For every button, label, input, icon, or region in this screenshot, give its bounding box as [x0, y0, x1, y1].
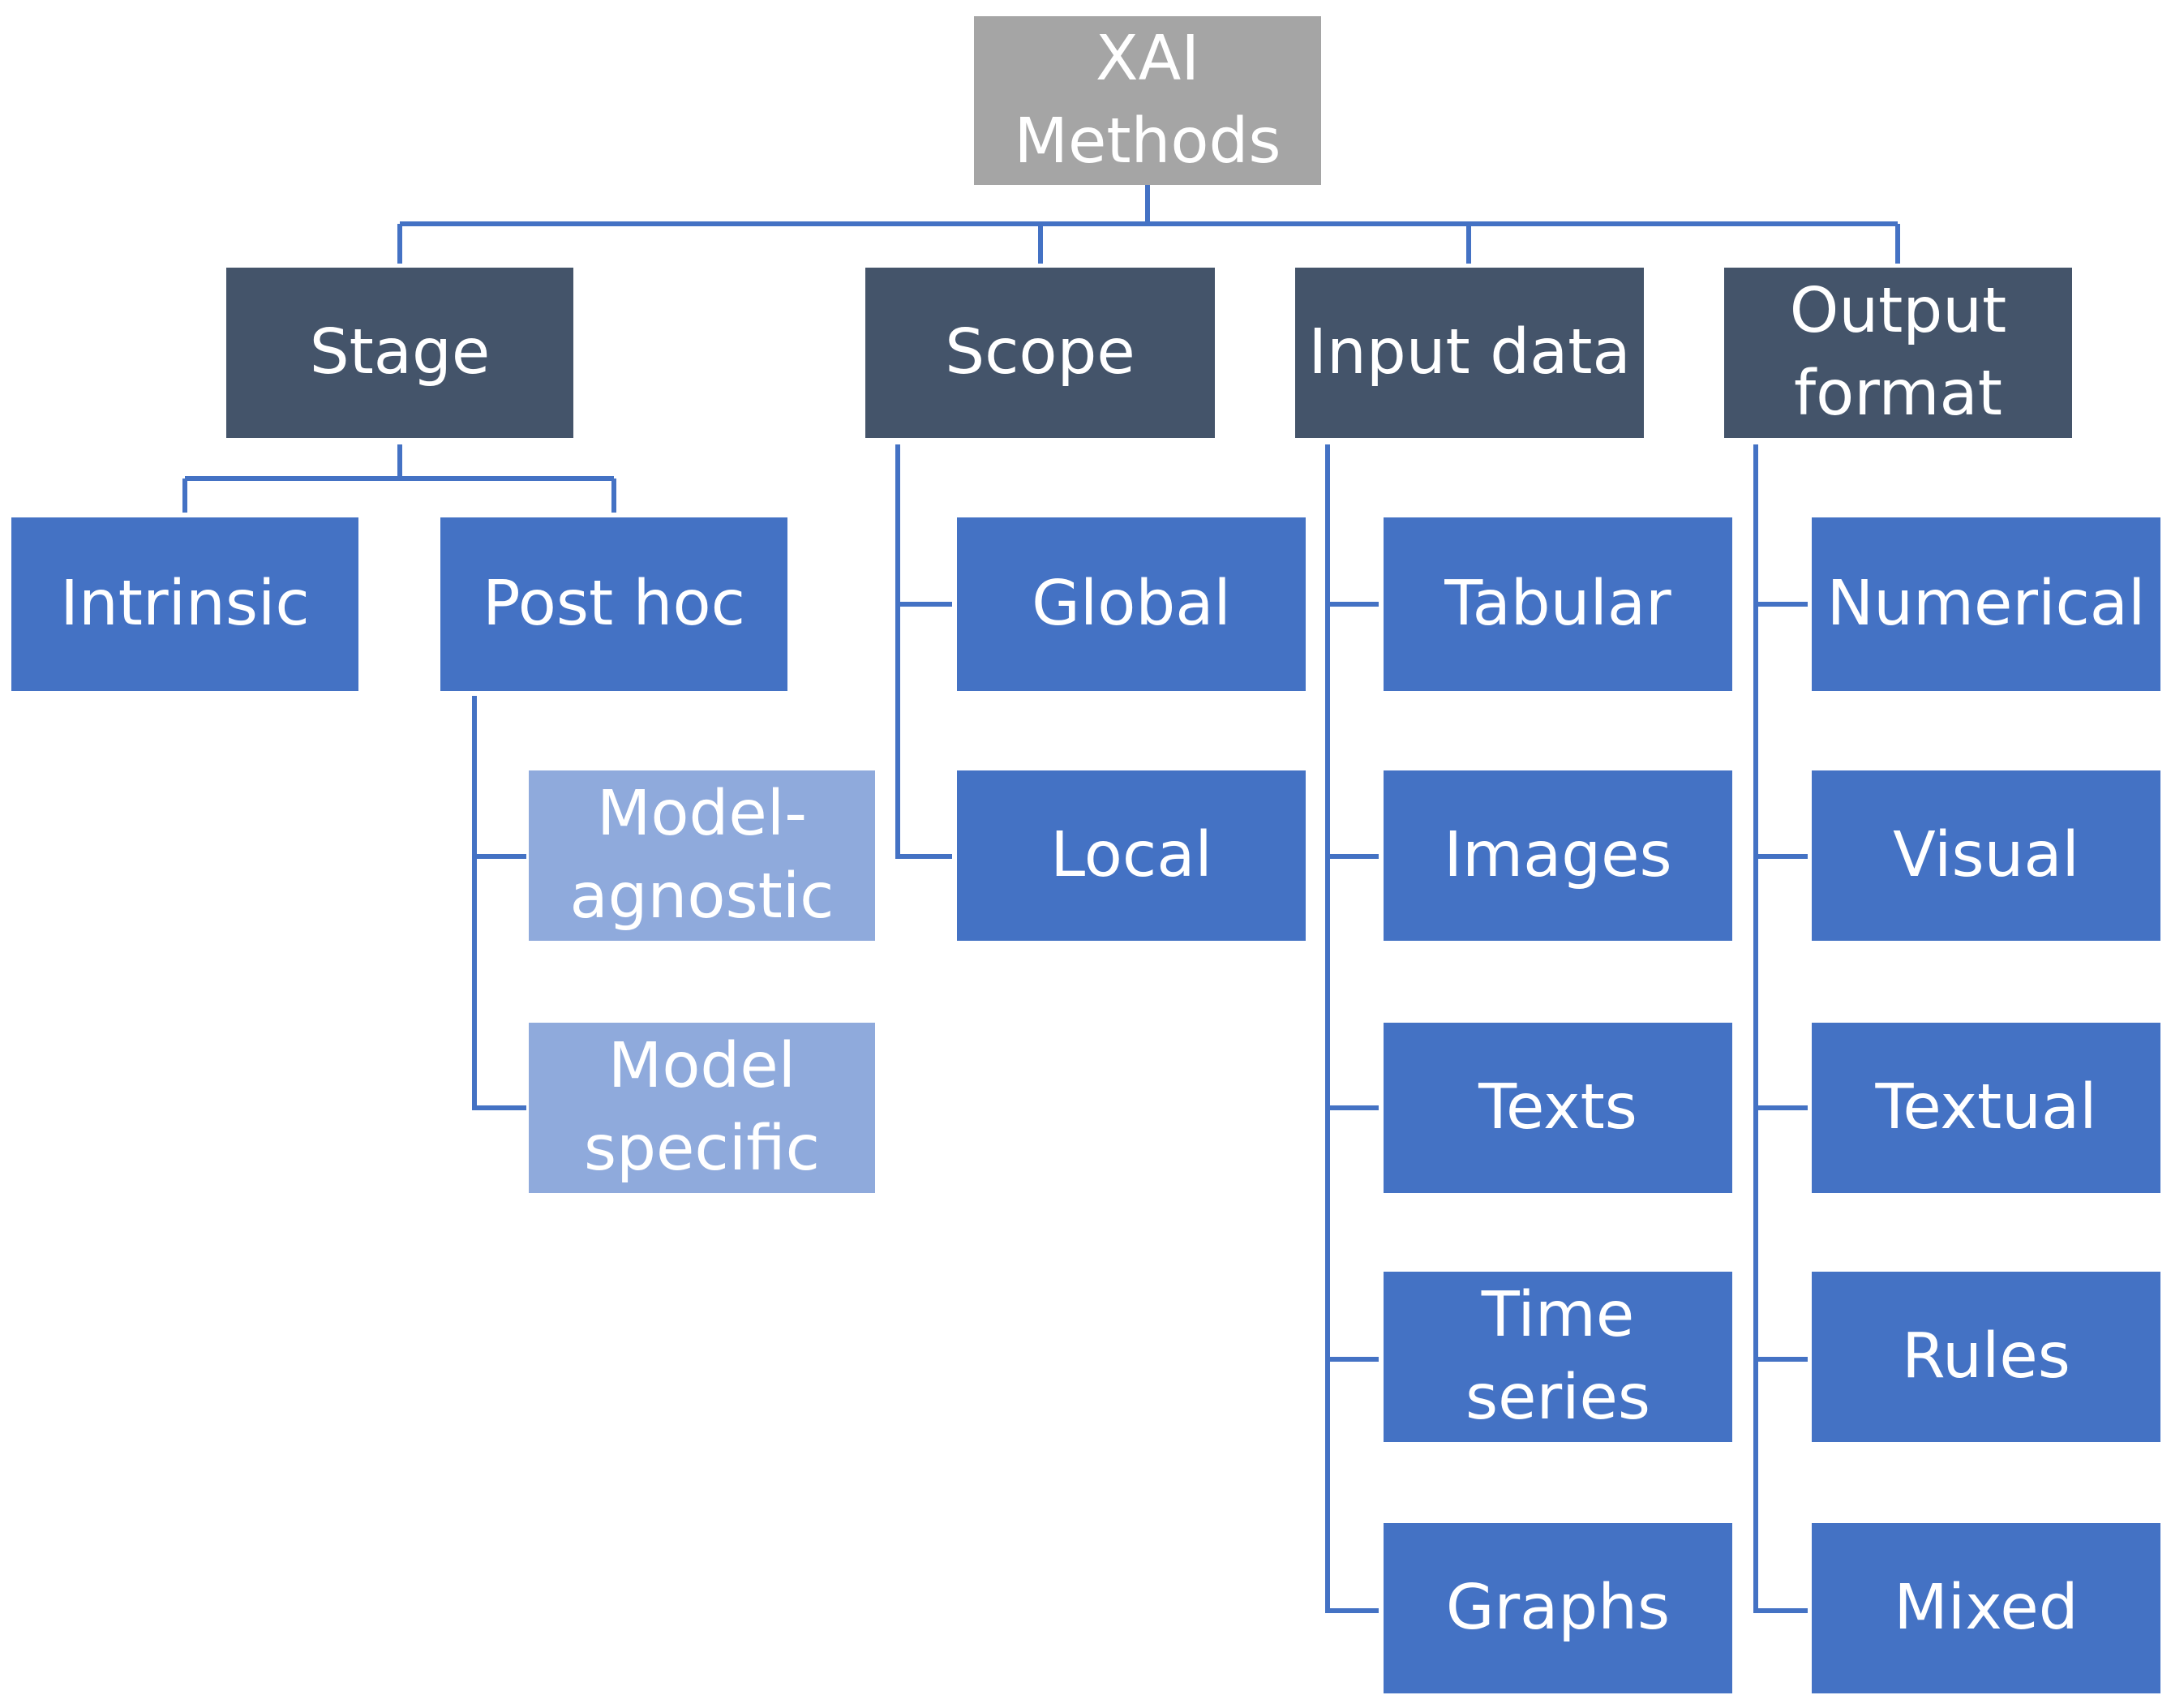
- leaf-node-model-specific: Model specific: [529, 1023, 875, 1193]
- category-node-stage: Stage: [226, 268, 573, 438]
- leaf-node-texts: Texts: [1384, 1023, 1732, 1193]
- category-node-scope: Scope: [865, 268, 1215, 438]
- leaf-node-local: Local: [957, 770, 1306, 941]
- input-data-tree-connector: [1325, 444, 1379, 1613]
- output-format-tree-connector: [1753, 444, 1808, 1613]
- category-node-output-format: Output format: [1724, 268, 2072, 438]
- leaf-node-numerical: Numerical: [1812, 517, 2160, 691]
- root-node-xai-methods: XAI Methods: [974, 16, 1321, 185]
- scope-tree-connector: [895, 444, 952, 859]
- leaf-node-mixed: Mixed: [1812, 1523, 2160, 1693]
- leaf-node-graphs: Graphs: [1384, 1523, 1732, 1693]
- leaf-node-visual: Visual: [1812, 770, 2160, 941]
- leaf-node-images: Images: [1384, 770, 1732, 941]
- leaf-node-textual: Textual: [1812, 1023, 2160, 1193]
- leaf-node-rules: Rules: [1812, 1272, 2160, 1442]
- leaf-node-global: Global: [957, 517, 1306, 691]
- leaf-node-tabular: Tabular: [1384, 517, 1732, 691]
- category-node-input-data: Input data: [1295, 268, 1644, 438]
- leaf-node-time-series: Time series: [1384, 1272, 1732, 1442]
- leaf-node-intrinsic: Intrinsic: [11, 517, 358, 691]
- leaf-node-model-agnostic: Model- agnostic: [529, 770, 875, 941]
- leaf-node-post-hoc: Post hoc: [440, 517, 787, 691]
- post-hoc-tree-connector: [472, 696, 526, 1110]
